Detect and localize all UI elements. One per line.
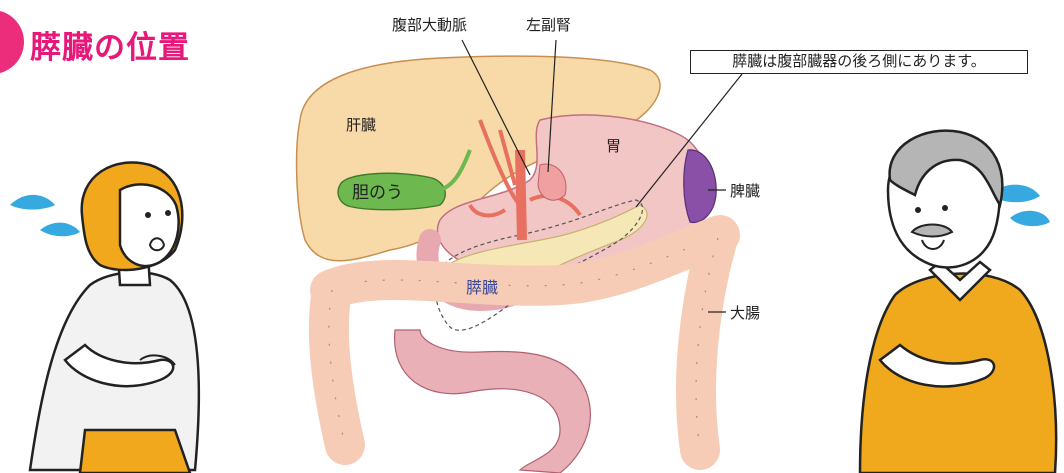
mustache <box>912 225 952 237</box>
man-figure <box>860 131 1056 473</box>
label-large-intestine: 大腸 <box>730 302 760 323</box>
spleen <box>684 150 716 223</box>
label-gallbladder: 胆のう <box>352 178 403 203</box>
anatomy-illustration <box>297 40 742 473</box>
small-intestine <box>395 330 591 473</box>
label-liver: 肝臓 <box>346 114 376 135</box>
label-aorta: 腹部大動脈 <box>392 14 467 35</box>
label-pancreas: 膵臓 <box>466 274 498 298</box>
label-stomach: 胃 <box>606 135 621 156</box>
woman-figure <box>10 162 199 473</box>
label-spleen: 脾臓 <box>730 180 760 201</box>
callout-box: 膵臓は腹部臓器の後ろ側にあります。 <box>690 50 1028 74</box>
sweat-drop-1 <box>10 195 55 210</box>
label-adrenal: 左副腎 <box>526 14 571 35</box>
sweat-drop-2 <box>40 223 80 237</box>
large-intestine <box>329 235 720 450</box>
sweat-drop-4 <box>1010 211 1050 226</box>
aorta <box>520 150 522 240</box>
